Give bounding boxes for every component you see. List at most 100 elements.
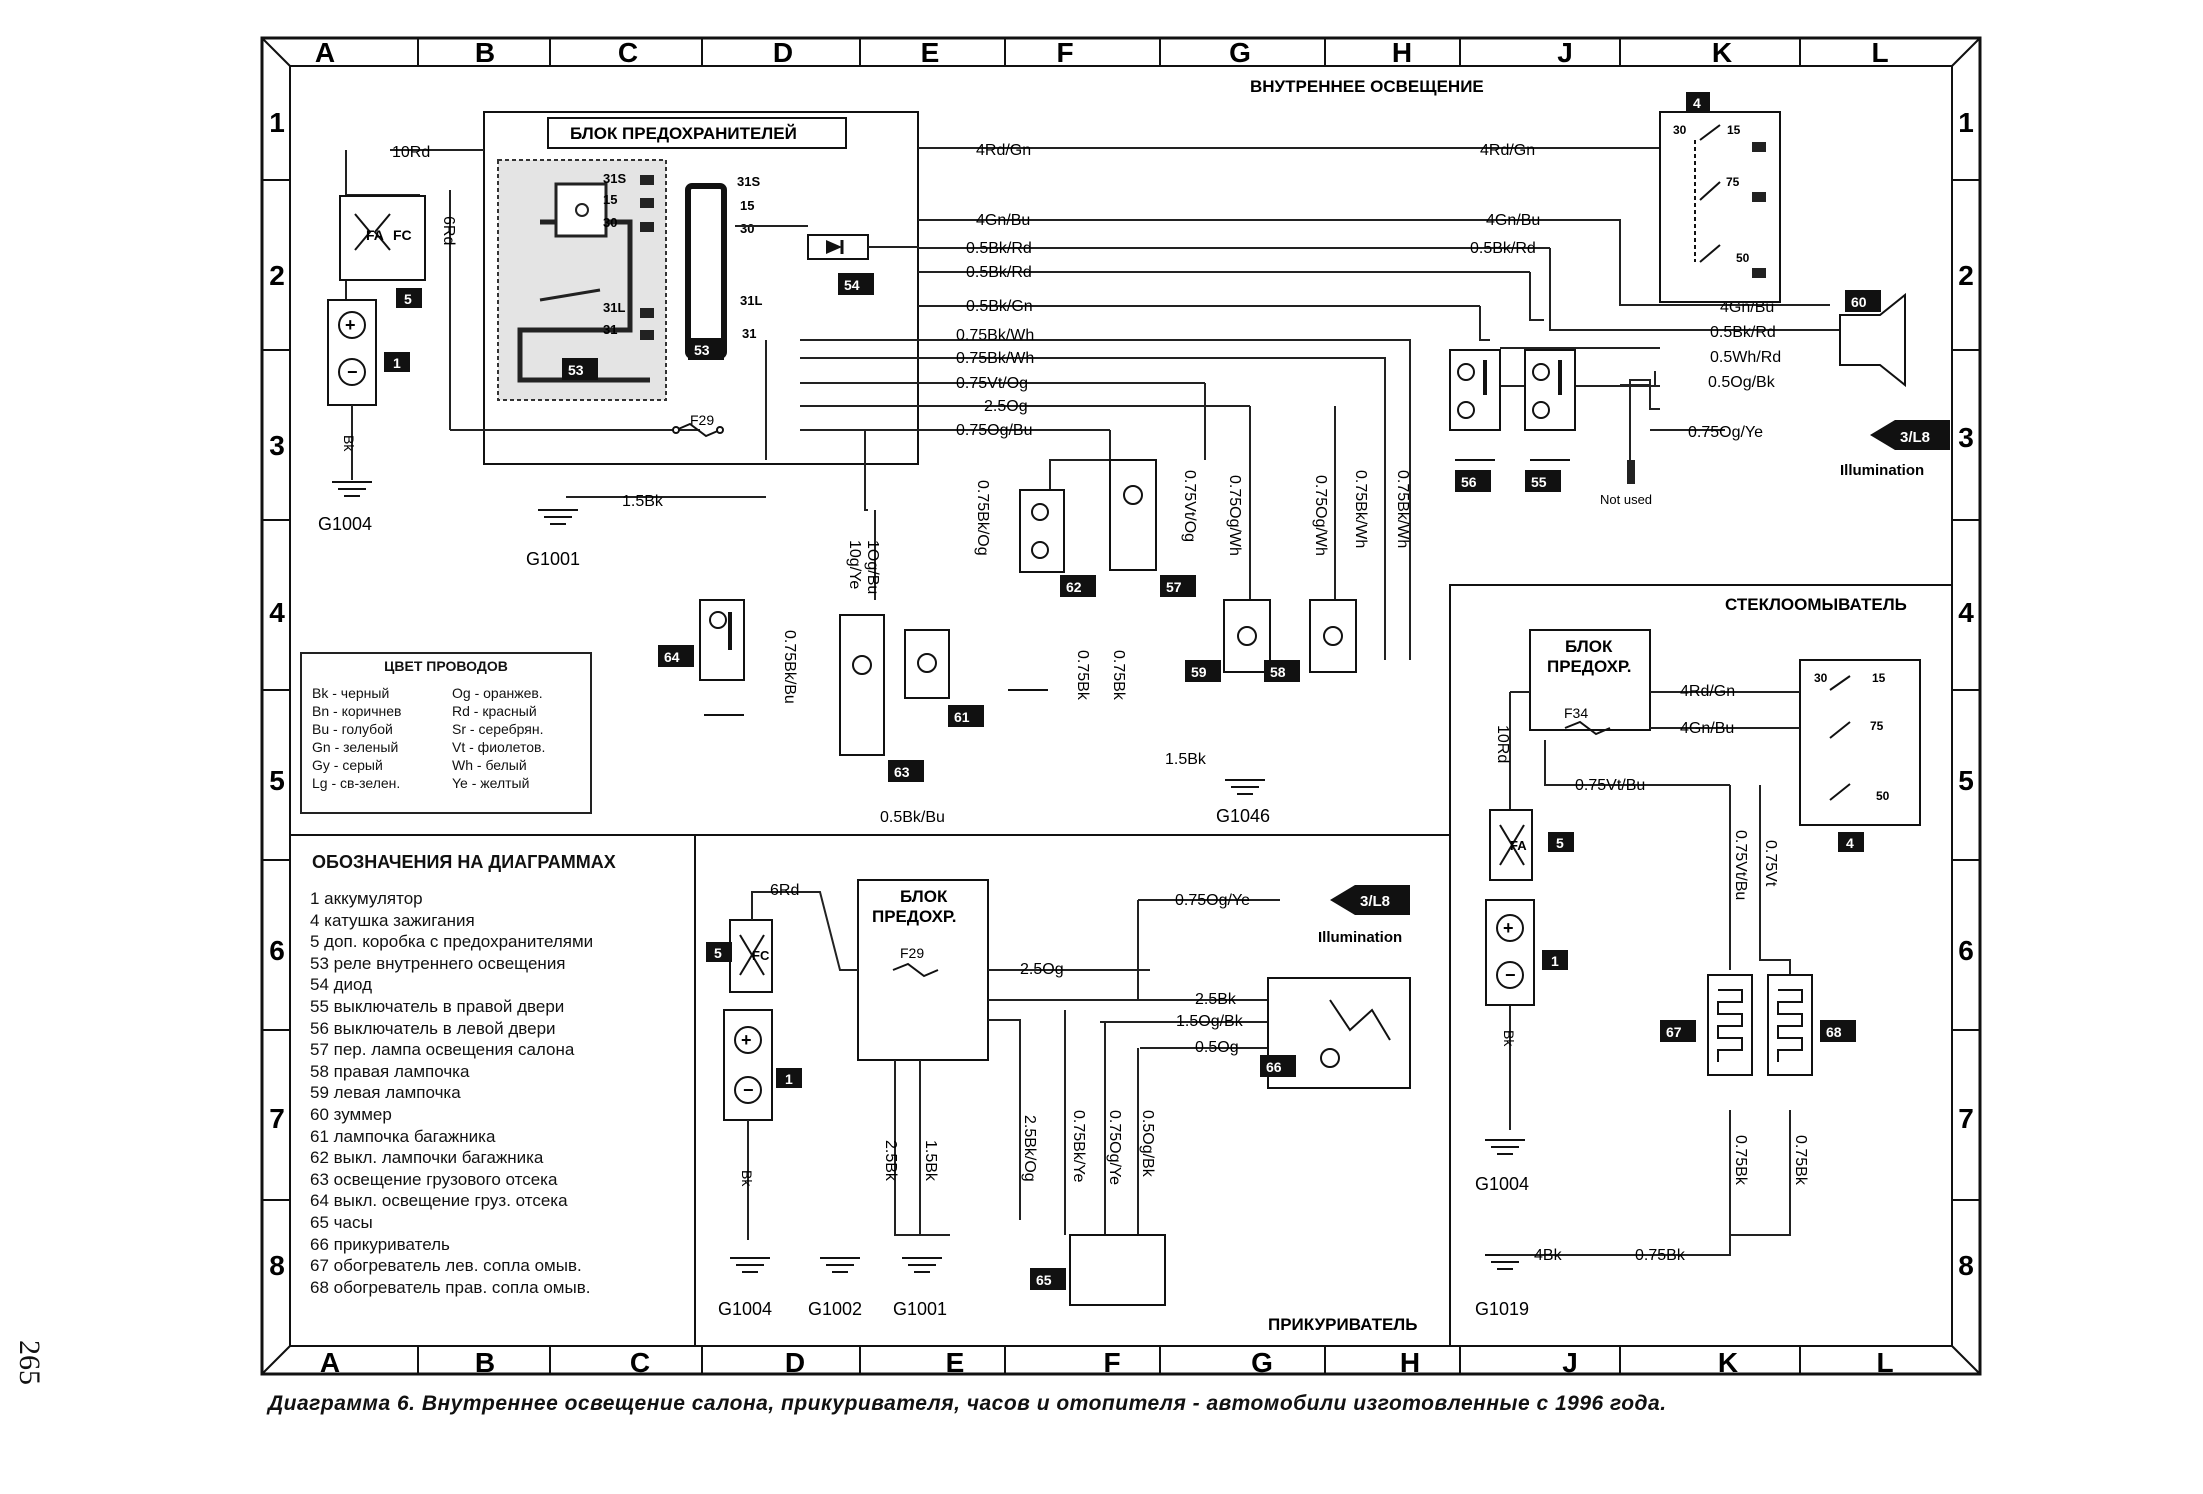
svg-text:−: −	[1505, 965, 1516, 985]
col-label: J	[1562, 1347, 1578, 1378]
wire-label: 0.75Bk/Wh	[956, 350, 1034, 367]
row-label: 1	[269, 107, 285, 138]
wire-color-entry: Bn - коричнев	[312, 703, 402, 719]
terminal-label: F34	[1564, 705, 1588, 721]
col-label: F	[1056, 37, 1073, 68]
col-label: A	[320, 1347, 340, 1378]
frame	[260, 36, 1982, 1376]
component-badge-54: 54	[844, 277, 860, 293]
main-wiring	[345, 147, 1840, 660]
lighter-fuse-title-2: ПРЕДОХР.	[872, 907, 956, 926]
wire-label: 0.5Og/Bk	[1139, 1110, 1156, 1178]
relay-4: 4 30 15 75 50	[1659, 92, 1781, 303]
row-label: 6	[269, 935, 285, 966]
component-badge-62: 62	[1066, 579, 1082, 595]
component-badge-63: 63	[894, 764, 910, 780]
diode-54: 54	[807, 234, 874, 295]
page-number: 265	[13, 1340, 46, 1385]
wire-label: 0.75Bk	[1732, 1135, 1749, 1186]
col-label: G	[1251, 1347, 1273, 1378]
wire-label: 0.75Og/Ye	[1175, 892, 1250, 909]
terminal-label: 75	[1870, 719, 1884, 733]
legend-item: 4 катушка зажигания	[310, 910, 475, 930]
terminal-label: 30	[1814, 671, 1828, 685]
terminal-label: 31S	[737, 174, 760, 189]
fuse-box-main: БЛОК ПРЕДОХРАНИТЕЛЕЙ 31S 15 30 31L 31 53…	[483, 111, 919, 465]
col-label: C	[630, 1347, 650, 1378]
ground-label: G1001	[893, 1299, 947, 1319]
row-label: 7	[1958, 1103, 1974, 1134]
col-label: E	[946, 1347, 965, 1378]
component-badge-53: 53	[568, 362, 584, 378]
component-badge-58: 58	[1270, 664, 1286, 680]
terminal-label: 31L	[603, 300, 625, 315]
terminal-label: 30	[740, 221, 754, 236]
wire-label-bk: Bk	[341, 435, 357, 452]
legend-item: 66 прикуриватель	[310, 1234, 450, 1254]
component-badge-65: 65	[1036, 1272, 1052, 1288]
terminal-label: 31	[742, 326, 756, 341]
component-badge-56: 56	[1461, 474, 1477, 490]
illumination-ref: 3/L8 Illumination Not used	[1600, 420, 1950, 507]
ground-symbols	[332, 459, 1570, 1273]
terminal-label: FA	[1510, 838, 1527, 853]
row-label: 4	[1958, 597, 1974, 628]
wire-colors-col-left: Bk - черный Bn - коричнев Bu - голубой G…	[312, 684, 402, 792]
wire-color-entry: Og - оранжев.	[452, 685, 543, 701]
wire-label: 4Bk	[1534, 1247, 1563, 1264]
wire-label: 0.75Vt/Og	[1181, 470, 1198, 542]
battery-1: + − 1 Bk	[327, 299, 410, 480]
row-label: 4	[269, 597, 285, 628]
wire-label: 0.5Og/Bk	[1708, 374, 1776, 391]
component-badge-57: 57	[1166, 579, 1182, 595]
wire-label: 10Rd	[1494, 725, 1511, 763]
wire-label: 4Rd/Gn	[976, 142, 1031, 159]
wire-label: 0.75Vt/Bu	[1732, 830, 1749, 900]
wire-label: 0.5Bk/Rd	[966, 264, 1032, 281]
lamps-interior	[658, 459, 1357, 782]
wire-label: 0.5Bk/Rd	[966, 240, 1032, 257]
legend-item: 1 аккумулятор	[310, 889, 423, 908]
wire-label: 0.75Og/Wh	[1312, 475, 1329, 556]
ref-label: Illumination	[1318, 929, 1402, 946]
fuse-5: FA FC 5	[339, 195, 426, 308]
legend-item: 54 диод	[310, 975, 373, 995]
terminal-label: 30	[603, 215, 617, 230]
legend-item: 55 выключатель в правой двери	[310, 996, 565, 1016]
col-label: C	[618, 37, 638, 68]
wire-label: Bk	[1501, 1030, 1517, 1047]
ref-label: Illumination	[1840, 462, 1924, 479]
component-badge-59: 59	[1191, 664, 1207, 680]
ground-label: G1001	[526, 549, 580, 569]
wire-label: 2.5Bk	[882, 1140, 899, 1182]
wire-label: 2.5Og	[984, 398, 1028, 415]
col-label: K	[1718, 1347, 1738, 1378]
component-badge-66: 66	[1266, 1059, 1282, 1075]
not-used-label: Not used	[1600, 492, 1652, 507]
row-label: 1	[1958, 107, 1974, 138]
washer-fuse-title-2: ПРЕДОХР.	[1547, 657, 1631, 676]
row-label: 8	[1958, 1250, 1974, 1281]
relay53-pins	[640, 175, 654, 340]
legend-item: 59 левая лампочка	[310, 1083, 461, 1103]
wire-label: 0.75Bk/Og	[974, 480, 991, 556]
legend-title: ОБОЗНАЧЕНИЯ НА ДИАГРАММАХ	[312, 852, 616, 872]
terminal-label: FA	[366, 227, 384, 243]
component-badge-55: 55	[1531, 474, 1547, 490]
ground-label: G1019	[1475, 1299, 1529, 1319]
col-label: G	[1229, 37, 1251, 68]
wire-label: 10g/Ye	[846, 540, 863, 589]
wire-label: 1.5Og/Bk	[1176, 1013, 1244, 1030]
terminal-label: 15	[1727, 123, 1741, 137]
wire-label: 0.75Bk/Ye	[1070, 1110, 1087, 1182]
col-label: D	[785, 1347, 805, 1378]
svg-text:+: +	[345, 315, 356, 335]
component-badge-53: 53	[694, 342, 710, 358]
wire-label: 0.5Bk/Gn	[966, 298, 1033, 315]
component-badge-1: 1	[1551, 953, 1559, 969]
legend-list: 1 аккумулятор 4 катушка зажигания 5 доп.…	[310, 888, 700, 1298]
wire-label: 4Gn/Bu	[1720, 299, 1774, 316]
component-badge-61: 61	[954, 709, 970, 725]
wire-label: 0.75Bk/Wh	[956, 327, 1034, 344]
